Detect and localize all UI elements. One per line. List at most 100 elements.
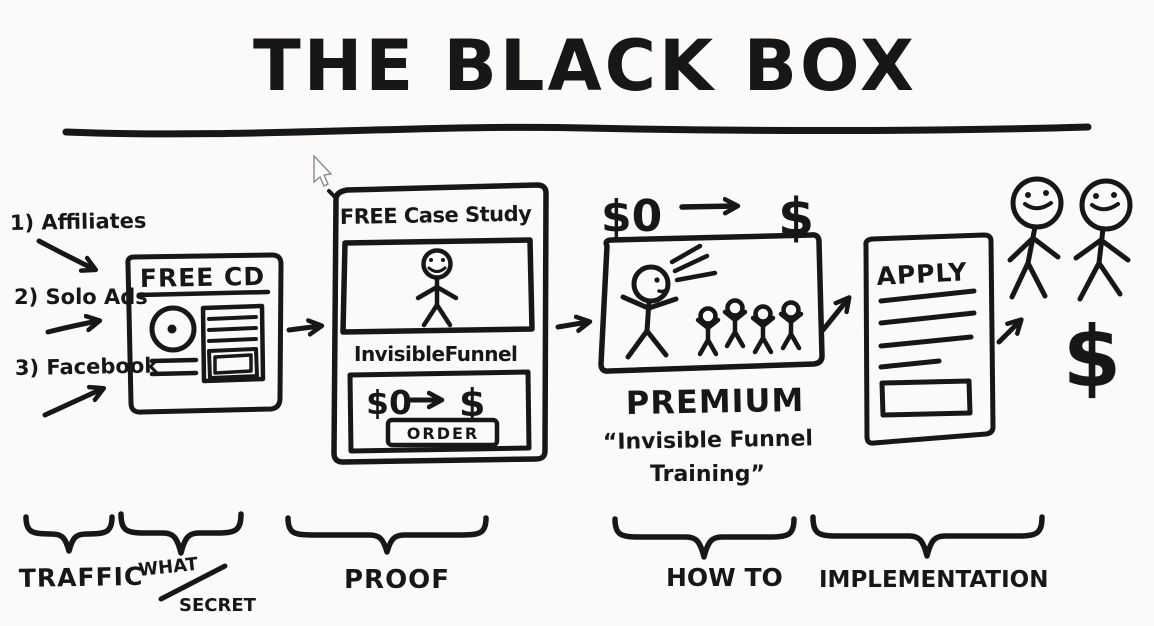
form-text-line — [878, 334, 974, 349]
audience-figure — [695, 306, 721, 357]
form-text-line — [878, 288, 977, 304]
premium-quote-line2: Training” — [650, 462, 765, 487]
figure-body — [1007, 224, 1061, 300]
traffic-source-solo-ads: 2) Solo Ads — [14, 285, 148, 309]
cd-disc-icon — [149, 305, 197, 353]
mouse-cursor-icon — [313, 154, 333, 187]
customer-figure — [1073, 178, 1133, 302]
title-underline — [62, 123, 1092, 138]
figure-eye — [654, 277, 660, 283]
flow-arrow-3 — [820, 299, 848, 333]
brace-traffic — [23, 514, 115, 554]
figure-eye — [429, 258, 433, 262]
figure-body — [695, 317, 721, 357]
title-block: THE BLACK BOX — [62, 25, 1092, 138]
figure-head — [421, 248, 453, 280]
order-price-to: $ — [459, 381, 485, 425]
case-study-title: FREE Case Study — [340, 202, 533, 229]
affiliates-arrow-icon — [36, 238, 94, 269]
page-text-line — [149, 357, 199, 364]
premium-price-to: $ — [778, 188, 814, 248]
figure-eye — [1025, 192, 1031, 198]
figure-head — [631, 264, 671, 304]
optin-button-outline — [207, 347, 259, 380]
stage-labels: TRAFFIC WHAT SECRET PROOF HOW TO IMPLEME… — [19, 511, 1048, 616]
what-secret-slash — [158, 563, 228, 602]
result-dollar: $ — [1063, 308, 1121, 406]
figure-body — [750, 315, 776, 355]
optin-button-inner — [213, 353, 253, 375]
figure-eye — [1111, 192, 1117, 198]
form-field-box — [879, 378, 973, 418]
figure-head — [1010, 176, 1064, 230]
order-panel — [347, 369, 532, 454]
free-cd-title-underline — [136, 289, 271, 298]
figure-smile — [1090, 202, 1120, 212]
facebook-arrow-icon — [42, 389, 102, 418]
stage-label-how-to: HOW TO — [666, 563, 783, 592]
figure-smile — [427, 266, 447, 273]
cd-disc-hole — [167, 324, 177, 334]
traffic-source-affiliates: 1) Affiliates — [10, 209, 147, 235]
stage-label-proof: PROOF — [344, 565, 450, 595]
result-figures: $ — [1007, 176, 1133, 406]
optin-panel — [200, 303, 266, 384]
case-study-subtitle: InvisibleFunnel — [354, 342, 517, 366]
optin-text-line — [207, 315, 258, 321]
premium-section: $0 $ — [598, 188, 825, 487]
optin-text-line — [207, 326, 258, 332]
figure-eye — [1093, 193, 1099, 199]
order-button — [385, 417, 500, 448]
page-title: THE BLACK BOX — [253, 25, 917, 107]
premium-price-arrow-icon — [679, 206, 736, 207]
solo-ads-arrow-icon — [45, 321, 98, 335]
form-text-line — [878, 358, 942, 370]
free-cd-page-outline — [125, 252, 284, 415]
stick-figure — [415, 248, 459, 328]
apply-form-outline — [863, 232, 996, 446]
figure-body — [1073, 226, 1131, 302]
speech-lines-icon — [669, 243, 718, 283]
optin-text-line — [207, 337, 258, 343]
figure-body — [415, 275, 459, 328]
order-button-label: ORDER — [407, 424, 479, 443]
brace-what-secret — [118, 511, 244, 556]
brace-implementation — [810, 514, 1045, 559]
figure-smile — [657, 285, 670, 294]
premium-box-outline — [598, 232, 825, 374]
figure-body — [620, 294, 679, 360]
case-study-page: FREE Case Study InvisibleFunnel $0 $ ORD… — [327, 182, 549, 465]
flow-arrow-1 — [286, 326, 320, 330]
figure-smile — [1023, 201, 1053, 211]
stage-label-implementation: IMPLEMENTATION — [819, 567, 1048, 593]
page-text-line — [149, 370, 199, 377]
audience-figures — [695, 298, 804, 357]
brace-proof — [285, 515, 489, 555]
stage-label-traffic: TRAFFIC — [19, 562, 144, 593]
flow-arrow-4 — [996, 321, 1020, 345]
order-price-from: $0 — [366, 383, 412, 422]
brace-how-to — [612, 516, 797, 560]
traffic-sources: 1) Affiliates 2) Solo Ads 3) Facebook — [10, 209, 160, 418]
apply-form: APPLY — [863, 232, 996, 446]
figure-body — [722, 309, 748, 349]
form-text-line — [878, 310, 977, 326]
stage-label-secret: SECRET — [179, 595, 257, 616]
page-corner-fold — [327, 189, 338, 200]
audience-figure — [750, 304, 776, 355]
figure-eye — [1043, 190, 1049, 196]
free-cd-title: FREE CD — [140, 262, 266, 293]
traffic-source-facebook: 3) Facebook — [15, 353, 160, 380]
flow-arrow-2 — [555, 322, 588, 327]
figure-eye — [441, 258, 445, 262]
premium-price-from: $0 — [601, 191, 662, 242]
audience-figure — [722, 298, 748, 349]
figure-head — [1079, 178, 1133, 232]
apply-title: APPLY — [876, 257, 969, 291]
premium-title: PREMIUM — [625, 381, 804, 422]
video-frame — [340, 237, 535, 335]
figure-body — [778, 311, 804, 351]
free-cd-page: FREE CD — [125, 252, 284, 415]
